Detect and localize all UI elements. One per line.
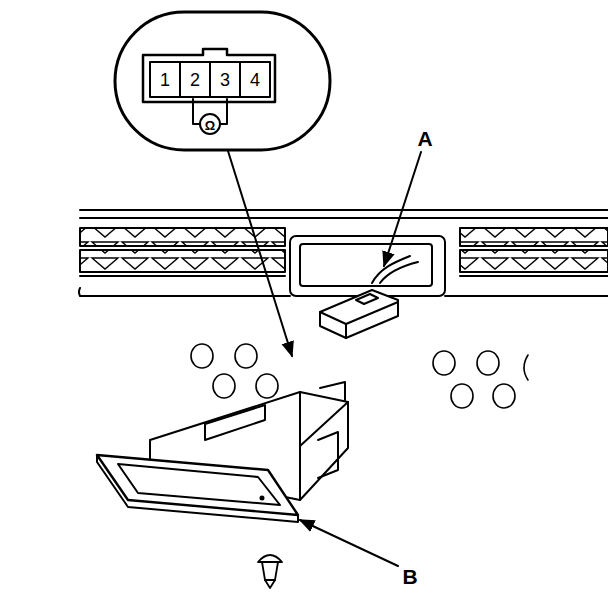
switch-body [97, 382, 348, 522]
callout-letter: B [402, 566, 417, 587]
ohmmeter-probe-lines [193, 99, 227, 134]
connector-face [143, 49, 275, 102]
leader-line [300, 520, 398, 566]
pin-number: 3 [220, 71, 230, 89]
pin-number: 4 [250, 71, 260, 89]
trim-clip [258, 555, 282, 588]
leader-line [384, 152, 421, 266]
pin-number: 2 [190, 71, 200, 89]
ohm-symbol: Ω [205, 119, 215, 132]
harness-connector [320, 256, 418, 338]
pin-number: 1 [160, 71, 170, 89]
callout-letter: A [417, 128, 432, 149]
dashboard-panel [79, 210, 608, 296]
panel-holes [191, 344, 528, 408]
callout-oval [115, 12, 330, 150]
